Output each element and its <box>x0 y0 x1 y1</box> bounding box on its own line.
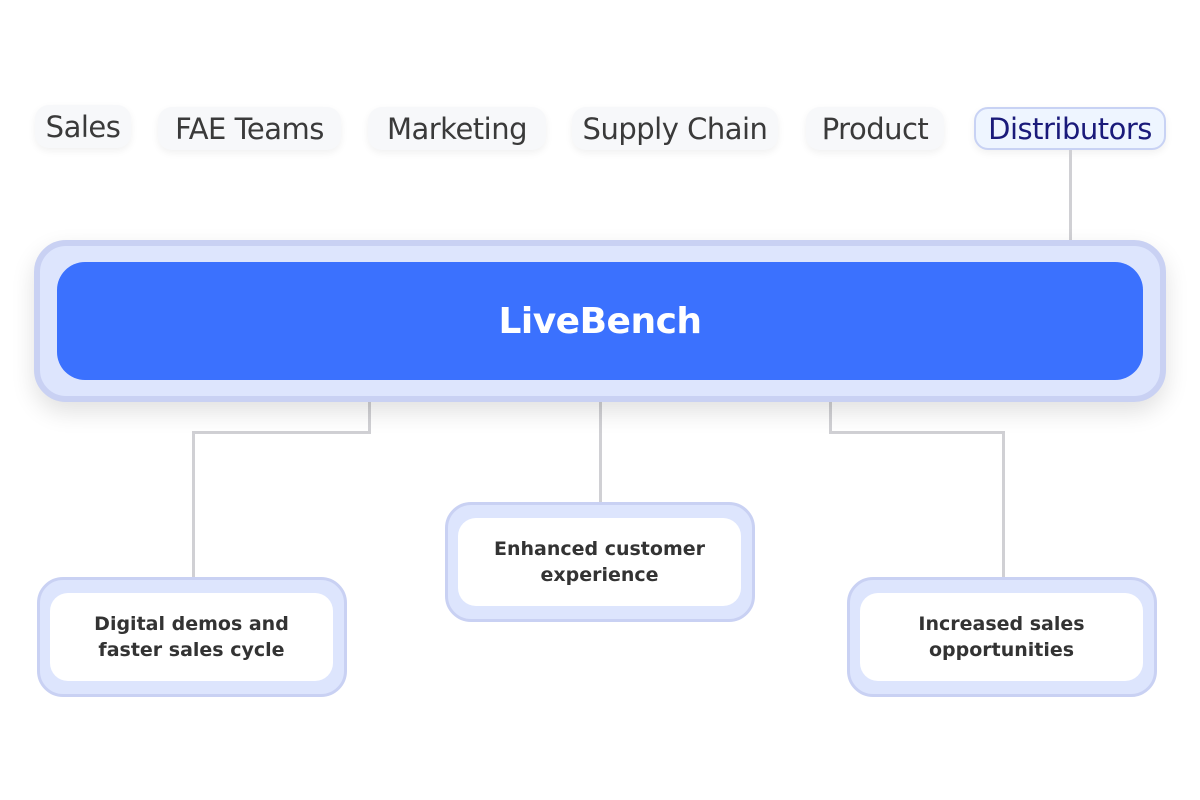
connector-left <box>192 431 371 434</box>
benefit-text: Increased sales <box>918 613 1085 635</box>
benefit-card-experience: Enhanced customer experience <box>445 502 755 622</box>
benefit-text: experience <box>540 564 659 586</box>
connector-left <box>192 431 195 579</box>
livebench-title: LiveBench <box>57 262 1143 380</box>
team-fae: FAE Teams <box>158 107 341 150</box>
connector-right <box>829 400 832 434</box>
team-sales: Sales <box>35 105 131 148</box>
team-supply-chain: Supply Chain <box>572 107 778 150</box>
team-marketing: Marketing <box>368 107 546 150</box>
benefit-text: Digital demos and <box>94 613 289 635</box>
team-product: Product <box>806 107 944 150</box>
connector-distributors <box>1069 150 1072 242</box>
benefit-text: opportunities <box>928 639 1075 661</box>
benefit-text: Enhanced customer <box>493 538 706 560</box>
team-distributors: Distributors <box>974 107 1166 150</box>
connector-right <box>829 431 1005 434</box>
benefit-card-opportunities: Increased sales opportunities <box>847 577 1157 697</box>
connector-middle <box>599 400 602 504</box>
connector-left <box>368 400 371 434</box>
benefit-card-demos: Digital demos and faster sales cycle <box>37 577 347 697</box>
connector-right <box>1002 431 1005 579</box>
benefit-text: faster sales cycle <box>98 639 285 661</box>
